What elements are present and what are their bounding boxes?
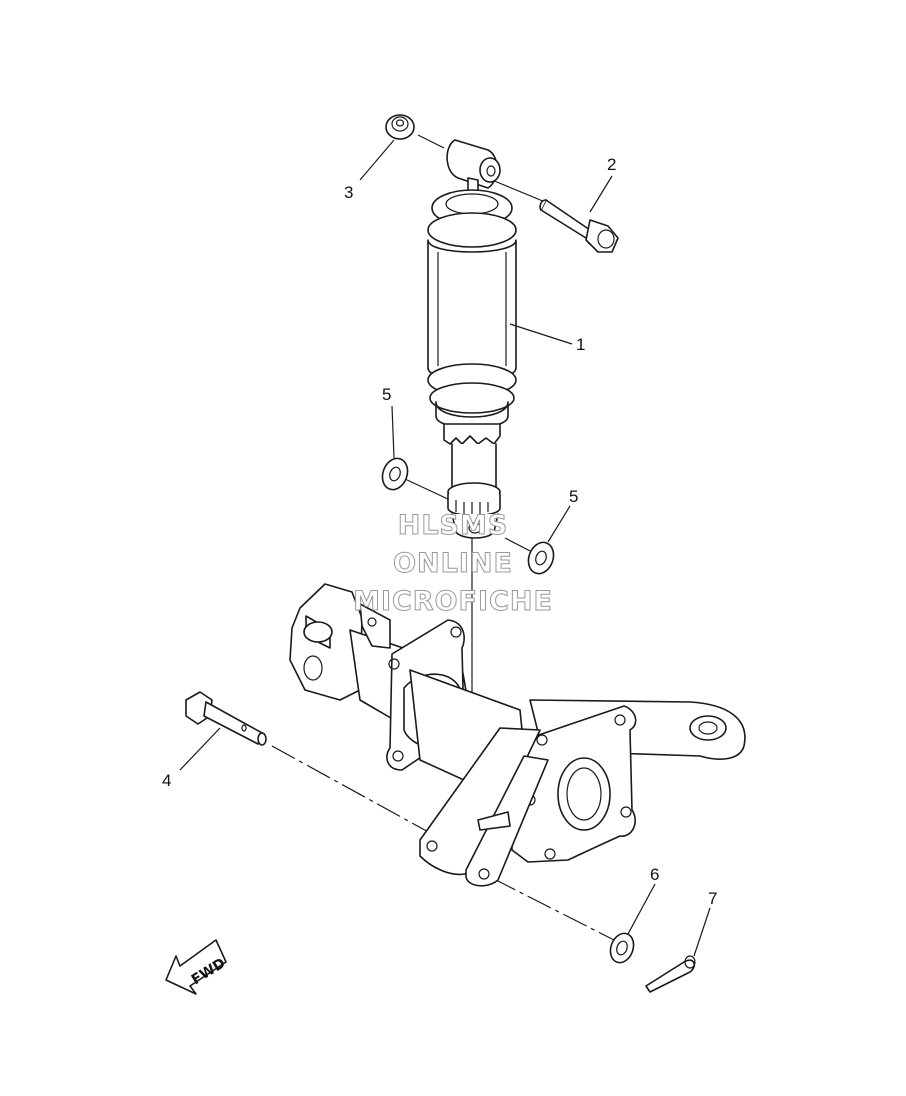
- callout-1: 1: [576, 335, 585, 354]
- upper-bolt: [539, 199, 619, 253]
- flange-nut: [385, 114, 415, 140]
- lower-bolt: [185, 691, 267, 746]
- washer-upper-left: [381, 457, 409, 491]
- callout-2: 2: [607, 155, 616, 174]
- fwd-arrow-icon: FWD: [165, 939, 228, 995]
- cotter-pin: [645, 955, 696, 993]
- callout-leaders: [179, 139, 711, 957]
- callout-labels: 1 2 3 4 5 5 6 7: [162, 155, 717, 908]
- callout-4: 4: [162, 771, 171, 790]
- callout-3: 3: [344, 183, 353, 202]
- shock-absorber: [427, 139, 517, 539]
- washer-lower-right: [527, 541, 555, 575]
- watermark-line-3: MICROFICHE: [353, 586, 553, 618]
- axle-housing: [289, 583, 746, 887]
- callout-5b: 5: [569, 487, 578, 506]
- callout-5a: 5: [382, 385, 391, 404]
- watermark-line-1: HLSMS: [397, 510, 509, 542]
- callout-6: 6: [650, 865, 659, 884]
- washer-right: [609, 932, 635, 964]
- watermark-line-2: ONLINE: [393, 548, 513, 580]
- callout-7: 7: [708, 889, 717, 908]
